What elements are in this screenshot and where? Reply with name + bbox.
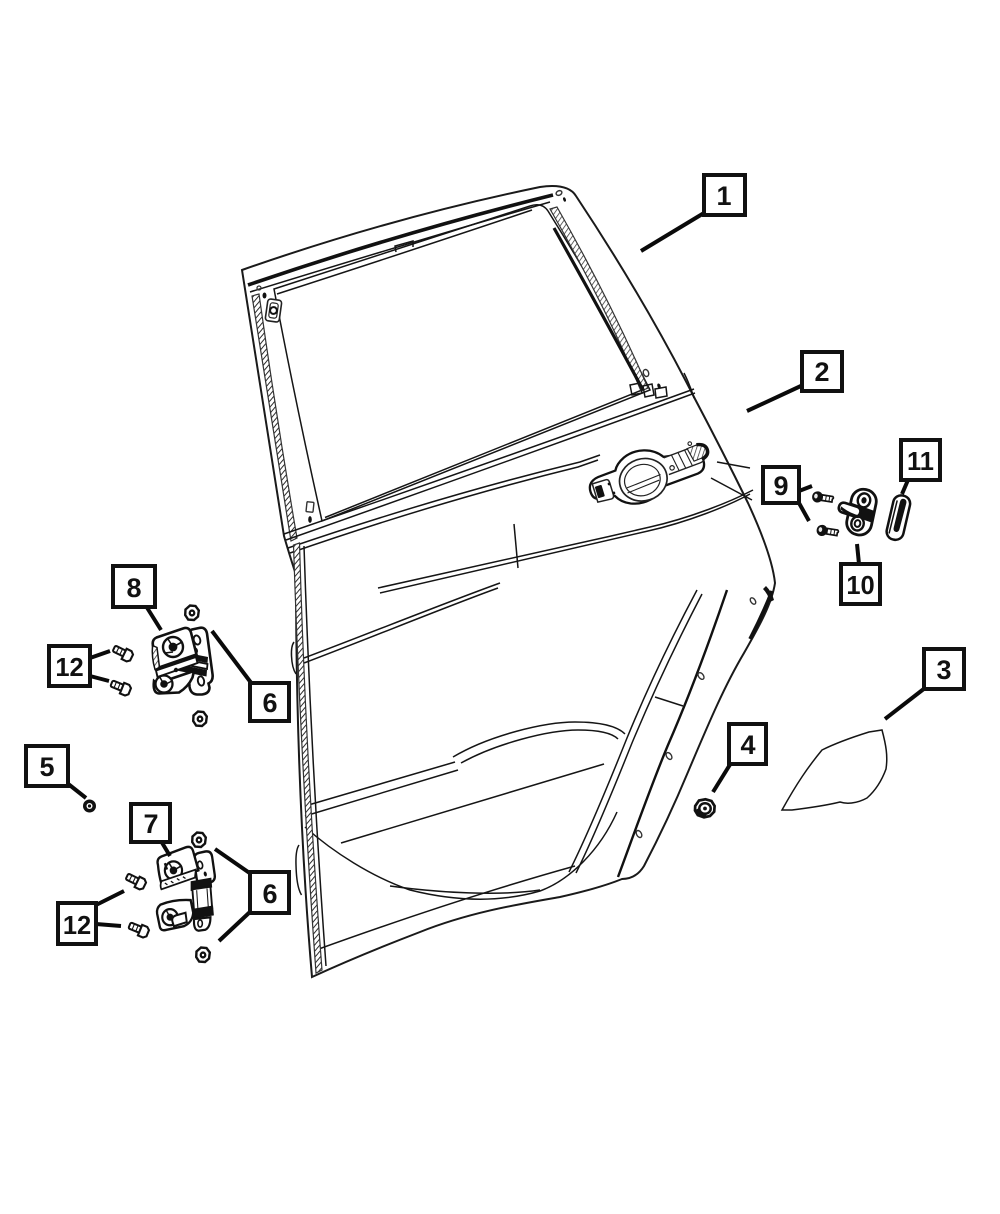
svg-text:9: 9 [773, 471, 788, 501]
svg-text:12: 12 [55, 654, 83, 682]
svg-text:11: 11 [907, 448, 934, 476]
svg-text:8: 8 [126, 573, 141, 603]
svg-text:3: 3 [936, 655, 951, 685]
svg-text:6: 6 [262, 688, 277, 718]
svg-text:5: 5 [39, 752, 54, 782]
svg-text:7: 7 [143, 809, 158, 839]
svg-text:10: 10 [846, 572, 874, 600]
svg-text:1: 1 [716, 181, 731, 211]
svg-text:4: 4 [740, 730, 755, 760]
svg-text:6: 6 [262, 879, 277, 909]
svg-text:2: 2 [814, 357, 829, 387]
svg-text:12: 12 [63, 912, 91, 940]
